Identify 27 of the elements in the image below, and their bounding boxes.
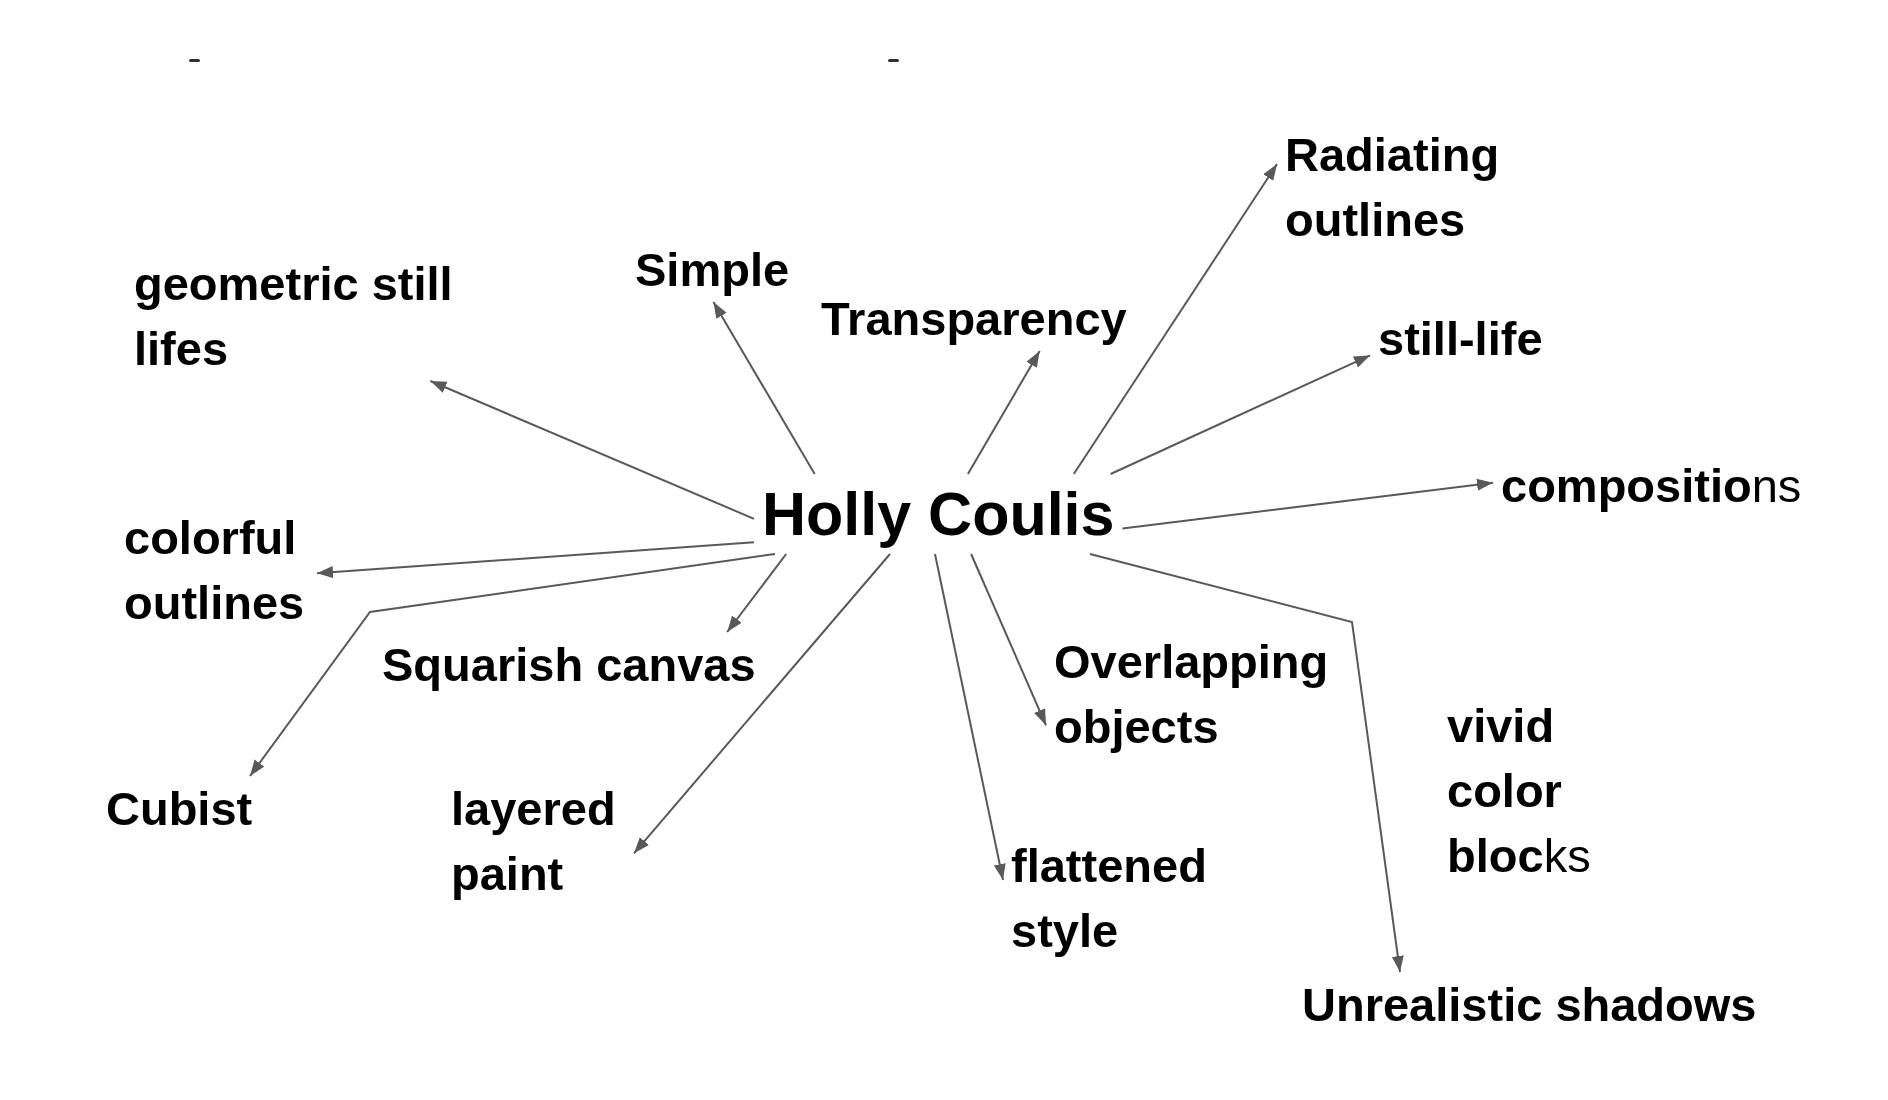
branch-topic: Squarish canvas [374,632,764,697]
arrow [1089,553,1404,973]
branch-topic: compositions [1493,453,1810,518]
arrow [429,380,755,520]
branch-topic: Overlapping objects [1046,629,1347,759]
branch-topic: layered paint [443,776,634,906]
arrow [966,350,1041,475]
branch-topic: Simple [627,237,798,302]
arrow [633,553,891,855]
arrow [712,301,816,475]
branch-topic: Radiating outlines [1277,122,1523,252]
arrow [726,553,788,633]
arrow [1109,354,1371,475]
arrow [934,553,1006,881]
central-topic: Holly Coulis [754,474,1123,554]
arrow [316,541,755,579]
arrow [1121,478,1494,530]
branch-topic: geometric still lifes [126,251,477,381]
arrow [970,553,1047,727]
branch-topic: still-life [1370,306,1551,371]
branch-topic: vivid color blocks [1439,693,1605,888]
branch-topic: Transparency [813,286,1135,351]
arrow [1072,163,1278,475]
branch-topic: flattened style [1003,833,1224,963]
branch-topic: Unrealistic shadows [1294,972,1765,1037]
branch-topic: colorful outlines [116,505,317,635]
branch-topic: Cubist [98,776,261,841]
